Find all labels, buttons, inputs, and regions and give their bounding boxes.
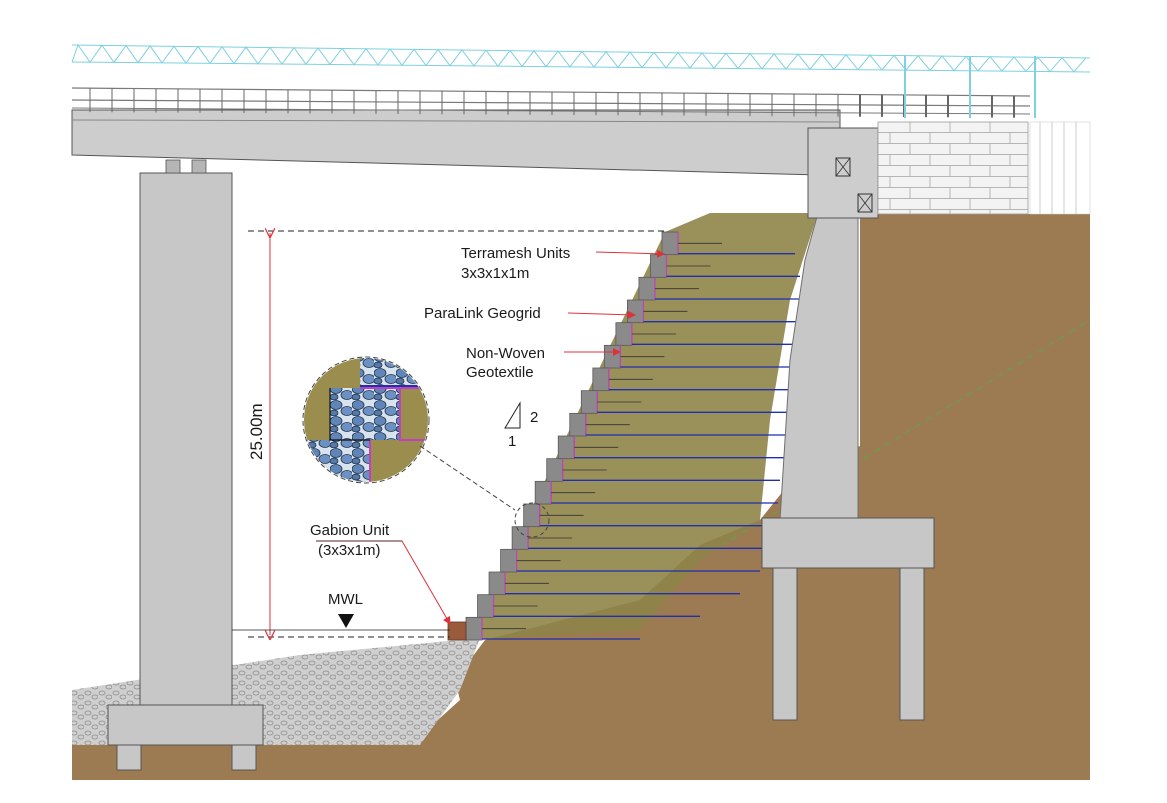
terramesh-size-label: 3x3x1x1m [461, 265, 529, 282]
geotextile-label: Non-Woven [466, 345, 545, 362]
drain-box-2-cross [857, 193, 873, 213]
facing-block [465, 616, 483, 641]
detail-callout [302, 356, 550, 538]
pier-footing [107, 704, 264, 746]
reinforcement-layers [482, 242, 805, 640]
pier-pile-right [231, 744, 257, 771]
slope-rise-label: 2 [530, 409, 538, 426]
facing-block [661, 231, 679, 256]
pile-right [899, 567, 925, 721]
facing-block [603, 344, 621, 369]
facing-block [488, 571, 506, 596]
deck-slab-line [71, 119, 841, 123]
reinforced-fill [468, 213, 818, 640]
masonry-wall [877, 121, 1029, 215]
gabion-size-label: (3x3x1m) [318, 542, 381, 559]
facing-block [569, 412, 587, 437]
background-fence [1029, 121, 1091, 215]
height-dimension [232, 231, 664, 637]
pier-pile-left [116, 744, 142, 771]
facing-block [557, 435, 575, 460]
pier-bearing-right [191, 159, 207, 174]
mwl-label: MWL [328, 591, 363, 608]
gabion-unit [447, 621, 467, 641]
deck-railing [71, 87, 1031, 115]
natural-ground-soil [72, 214, 1090, 780]
geogrid-label: ParaLink Geogrid [424, 305, 541, 322]
cyan-fence-posts [904, 56, 1036, 118]
facing-block [627, 299, 644, 324]
cyan-safety-fence [71, 43, 1091, 73]
height-dimension-label: 25.00m [247, 403, 266, 460]
railing-posts [89, 88, 1015, 118]
facing-block [500, 548, 517, 573]
geogrid-leader [567, 310, 636, 319]
facing-block [511, 526, 529, 550]
pier-bearing-left [165, 159, 181, 174]
facing-block [650, 254, 667, 278]
terramesh-facing [465, 231, 679, 641]
terramesh-leader [595, 249, 665, 258]
pile-left [772, 567, 798, 721]
abutment-seat [807, 127, 879, 219]
slope-ratio-icon [504, 401, 521, 429]
facing-block [546, 458, 564, 482]
fence-stripes [1039, 122, 1077, 214]
terramesh-label: Terramesh Units [461, 245, 570, 262]
facing-block [638, 276, 656, 301]
gabion-label: Gabion Unit [310, 522, 390, 539]
mwl-triangle-icon [338, 614, 354, 628]
facing-block [580, 390, 598, 414]
rock-line [689, 319, 1091, 566]
facing-block [523, 503, 541, 528]
right-ground-soil [860, 214, 1090, 780]
drain-box-1 [835, 157, 851, 177]
slope-run-label: 1 [508, 433, 516, 450]
drain-box-2 [857, 193, 873, 213]
drain-box-1-cross [835, 157, 851, 177]
bridge-deck [71, 109, 841, 176]
pier-column [139, 172, 233, 709]
facing-block [592, 367, 610, 392]
geotextile-label-line2: Geotextile [466, 364, 534, 381]
pile-cap [761, 517, 935, 569]
facing-block [534, 480, 552, 505]
facing-block [477, 594, 494, 618]
facing-block [615, 322, 633, 346]
